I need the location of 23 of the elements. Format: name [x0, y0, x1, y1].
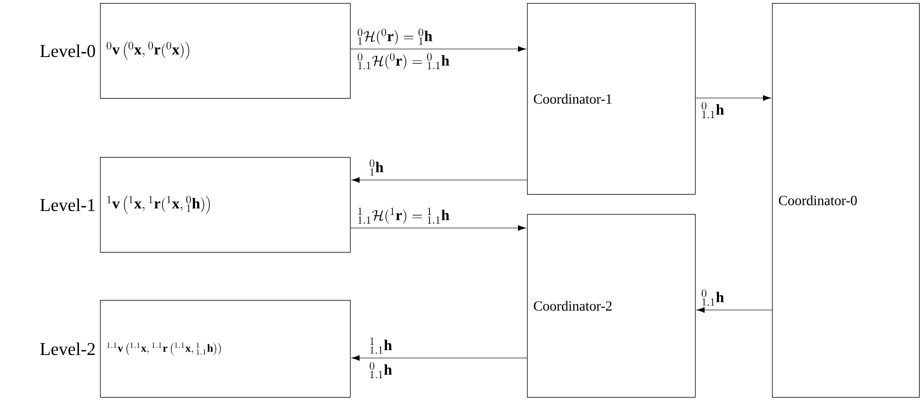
arrow: [350, 46, 526, 52]
level-label: Level-2: [40, 342, 95, 356]
level-label: Level-1: [40, 198, 95, 212]
arrow: [352, 177, 528, 183]
formula-box: ${}^{1}\mathbf{v}\left({}^{1}\mathbf{x},{}^{1}\mathbf{r}({}^{1}\mathbf{x},{}^{0}_{1}\mathbf{h})\right)$: [100, 157, 351, 253]
edge-label: ${}^{1}_{1.1}\mathbf{h}$: [368, 336, 394, 355]
arrow: [696, 307, 772, 313]
signal-label: ${}^{0}_{1.1}\mathbf{h}$: [368, 361, 394, 380]
arrow: [350, 225, 526, 231]
coordinator-box: Coordinator-2: [527, 214, 696, 398]
signal-label: ${}^{0}_{1.1}\mathcal{H}({}^{0}\mathbf{r})={}^{0}_{1.1}\mathbf{h}$: [356, 52, 450, 70]
arrow: [695, 95, 771, 101]
edge-label: ${}^{1}_{1.1}\mathcal{H}({}^{1}\mathbf{r})={}^{1}_{1.1}\mathbf{h}$: [356, 206, 450, 225]
edge-label: ${}^{0}_{1.1}\mathbf{h}$: [700, 288, 726, 307]
arrow: [352, 355, 528, 361]
edge-label: ${}^{0}_{1}\mathcal{H}({}^{0}\mathbf{r})={}^{0}_{1}\mathbf{h}$: [356, 28, 434, 46]
edge-label: ${}^{0}_{1}\mathbf{h}$: [368, 158, 385, 177]
coordinator-box: Coordinator-0: [772, 3, 920, 398]
level-label: Level-0: [40, 44, 96, 58]
formula-box: ${}^{0}\mathbf{v}\left({}^{0}\mathbf{x},{}^{0}\mathbf{r}({}^{0}\mathbf{x})\right)$: [100, 3, 351, 99]
coordinator-box: Coordinator-1: [527, 3, 696, 195]
edge-label: ${}^{0}_{1.1}\mathbf{h}$: [700, 101, 726, 120]
formula-box: ${}^{1.1}\mathbf{v}\left({}^{1.1}\mathbf{x},{}^{1.1}\mathbf{r}\left({}^{1.1}\mathbf{x},{}^{1}_{1.1}\mathbf{h}\right)\right)$: [100, 300, 351, 398]
